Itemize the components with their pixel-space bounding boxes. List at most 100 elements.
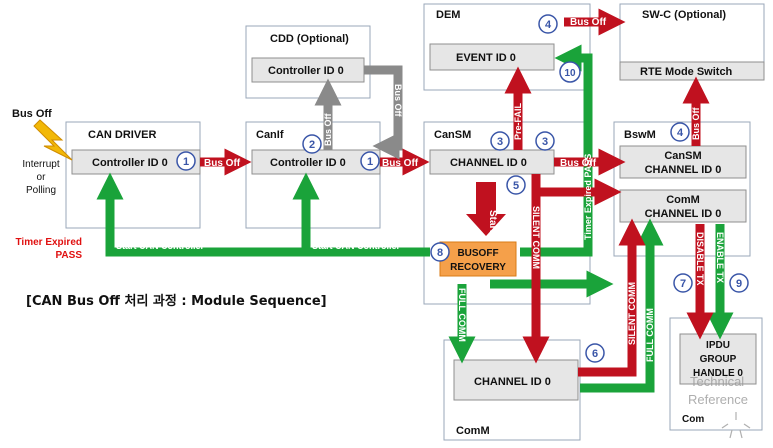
step-9-text: 9: [736, 278, 742, 290]
bswm-comm-box: [619, 189, 747, 223]
full-comm-label-down: FULL COMM: [457, 288, 467, 342]
busoff-recovery-line1: BUSOFF: [457, 248, 498, 259]
step-1a-text: 1: [183, 156, 189, 168]
full-comm-label-up: FULL COMM: [645, 308, 655, 362]
swc-title: SW-C (Optional): [642, 9, 726, 21]
step-1b-circle: [360, 151, 380, 171]
silent-comm-label-down: SILENT COMM: [531, 206, 541, 269]
canif-controller-text: Controller ID 0: [270, 157, 346, 169]
bswm-comm-line2: CHANNEL ID 0: [645, 208, 722, 220]
cdd-to-canif-arrow: [364, 65, 403, 160]
rte-mode-switch-text: RTE Mode Switch: [640, 66, 733, 78]
ipdu-line3: HANDLE 0: [693, 368, 743, 379]
start-can-controller-arrow-canif: [292, 172, 430, 257]
cansm-channel-box: [429, 149, 555, 175]
step-3a-text: 3: [497, 136, 503, 148]
can-driver-module: [65, 121, 201, 229]
timer-expired-pass-label: Timer Expired PASS: [6, 236, 82, 262]
step-9-circle: [729, 273, 749, 293]
comm-channel-text: CHANNEL ID 0: [474, 376, 551, 388]
polling-text: Polling: [25, 185, 57, 196]
step-8-circle: [430, 242, 450, 262]
bus-off-label-1: Bus Off: [204, 158, 241, 169]
start-can-controller-label-2: Start CAN Controller: [312, 241, 401, 251]
ipdu-group-box: [679, 333, 757, 385]
can-driver-controller-box: [71, 149, 201, 175]
comm-title: ComM: [456, 425, 490, 437]
bswm-cansm-box: [619, 145, 747, 179]
cansm-title: CanSM: [434, 129, 471, 141]
bus-off-label-bswm: Bus Off: [691, 106, 701, 140]
step-7-text: 7: [680, 278, 686, 290]
step-7-circle: [673, 273, 693, 293]
start-arrow-label: Start: [487, 210, 498, 233]
silent-comm-label-up: SILENT COMM: [627, 282, 637, 345]
step-1a-circle: [176, 151, 196, 171]
step-6-circle: [585, 343, 605, 363]
step-4b-circle: [670, 122, 690, 142]
step-3a-circle: [490, 131, 510, 151]
dem-title: DEM: [436, 9, 460, 21]
watermark-line2: Reference: [688, 392, 748, 407]
bswm-title: BswM: [624, 129, 656, 141]
cdd-controller-text: Controller ID 0: [268, 65, 344, 77]
cdd-title: CDD (Optional): [270, 33, 349, 45]
lightning-icon: [33, 119, 73, 161]
can-driver-controller-text: Controller ID 0: [92, 157, 168, 169]
disable-tx-label: DISABLE TX: [695, 232, 705, 286]
step-1b-text: 1: [367, 156, 373, 168]
comm-channel-box: [453, 359, 579, 401]
timer-expired-pass-label-arrow: Timer Expired PASS: [583, 154, 593, 240]
cansm-channel-text: CHANNEL ID 0: [450, 157, 527, 169]
cansm-module: [423, 121, 591, 305]
bswm-comm-line1: ComM: [666, 194, 700, 206]
interrupt-text: Interrupt: [22, 159, 60, 170]
external-bus-off-label: Bus Off: [12, 108, 52, 120]
step-3b-circle: [535, 131, 555, 151]
step-5-text: 5: [513, 180, 519, 192]
step-3b-text: 3: [542, 136, 548, 148]
watermark-line1: Technical: [690, 374, 744, 389]
start-arrow: [466, 182, 506, 236]
step-2-text: 2: [309, 139, 315, 151]
dem-event-box: [429, 43, 555, 71]
dem-event-text: EVENT ID 0: [456, 52, 516, 64]
busoff-recovery-line2: RECOVERY: [450, 262, 506, 273]
com-title: Com: [682, 414, 704, 425]
bswm-cansm-line1: CanSM: [664, 150, 701, 162]
silent-comm-arrow-up: [578, 218, 646, 377]
step-4a-circle: [538, 14, 558, 34]
busoff-recovery-box: [439, 241, 517, 277]
full-comm-arrow-up: [580, 218, 664, 393]
step-4a-text: 4: [545, 19, 552, 31]
step-8-text: 8: [437, 247, 443, 259]
step-5-circle: [506, 175, 526, 195]
bus-off-label-dem: Bus Off: [570, 17, 607, 28]
interrupt-or-polling-label: Interrupt or Polling: [10, 158, 72, 197]
pre-fail-label: Pre-FAIL: [513, 102, 523, 140]
step-circles: 1 1 2 3 3 4 4 5 6 7 8 9 10: [176, 14, 749, 363]
start-can-controller-label-1: Start CAN Controller: [116, 241, 205, 251]
bus-off-label-2: Bus Off: [382, 158, 419, 169]
step-10-text: 10: [564, 68, 576, 79]
step-4b-text: 4: [677, 127, 684, 139]
cdd-controller-box: [251, 57, 365, 83]
canif-title: CanIf: [256, 129, 284, 141]
watermark-sparkle-icon: [721, 412, 751, 439]
pass-text: PASS: [55, 250, 83, 261]
bus-off-label-cdd-up: Bus Off: [323, 112, 333, 146]
ipdu-line2: GROUP: [700, 354, 737, 365]
bswm-cansm-line2: CHANNEL ID 0: [645, 164, 722, 176]
step-10-circle: [559, 61, 581, 83]
can-driver-title: CAN DRIVER: [88, 129, 157, 141]
diagram-caption: [CAN Bus Off 처리 과정 : Module Sequence]: [26, 294, 327, 309]
timer-expired-pass-arrow: [520, 44, 593, 257]
enable-tx-label: ENABLE TX: [715, 232, 725, 283]
bus-off-label-cdd-down: Bus Off: [393, 84, 403, 118]
step-2-circle: [302, 134, 322, 154]
step-6-text: 6: [592, 348, 598, 360]
or-text: or: [36, 172, 46, 183]
timer-expired-text: Timer Expired: [15, 237, 82, 248]
ipdu-line1: IPDU: [706, 340, 730, 351]
